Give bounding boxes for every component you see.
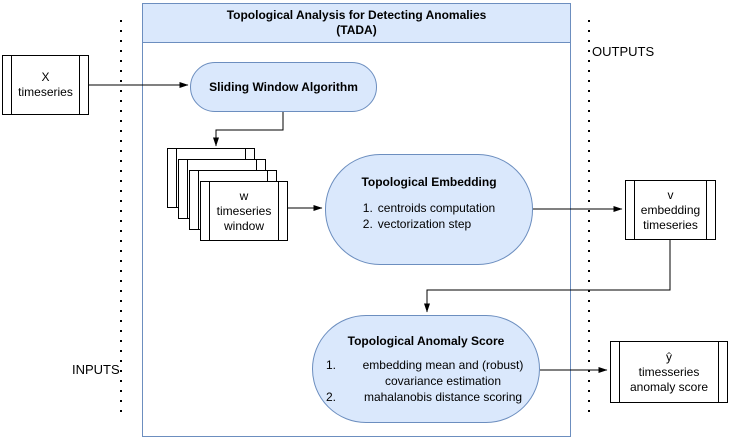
step-number: 1. (326, 358, 337, 372)
process-bar (198, 171, 199, 229)
v-embedding-line3: timeseries (643, 217, 698, 232)
node-v-embedding-timeseries: v embedding timeseries (625, 180, 716, 240)
node-w-timeseries-window: w timeseries window (200, 181, 288, 241)
process-bar (619, 342, 620, 402)
diagram-title-line1: Topological Analysis for Detecting Anoma… (226, 8, 487, 22)
process-bar (79, 56, 80, 114)
list-item: 1. embedding mean and (robust) covarianc… (320, 357, 532, 389)
diagram-title: Topological Analysis for Detecting Anoma… (143, 4, 570, 43)
step-text: vectorization step (377, 217, 472, 231)
step-number: 2. (326, 390, 337, 404)
list-item: 2. mahalanobis distance scoring (320, 389, 532, 405)
step-text: centroids computation (377, 201, 496, 215)
inputs-label: INPUTS (72, 362, 120, 377)
v-embedding-line2: embedding (640, 202, 701, 217)
process-bar (278, 182, 279, 240)
topological-embedding-title: Topological Embedding (361, 175, 497, 189)
yhat-line2: timesseries (638, 364, 700, 379)
node-topological-anomaly-score: Topological Anomaly Score 1. embedding m… (312, 315, 540, 423)
yhat-line3: anomaly score (629, 379, 709, 394)
anomaly-score-title: Topological Anomaly Score (347, 334, 505, 348)
process-bar (176, 149, 177, 207)
step-number: 1. (362, 201, 373, 215)
step-text: embedding mean and (robust) covariance e… (362, 358, 524, 388)
node-x-timeseries: X timeseries (2, 55, 89, 115)
yhat-line1: ŷ (666, 349, 672, 364)
process-bar (634, 181, 635, 239)
w-window-line2: timeseries (216, 203, 272, 218)
step-number: 2. (362, 217, 373, 231)
process-bar (706, 181, 707, 239)
process-bar (209, 182, 210, 240)
outputs-label: OUTPUTS (592, 44, 655, 59)
w-window-line3: window (223, 218, 265, 233)
node-sliding-window-algorithm: Sliding Window Algorithm (190, 62, 377, 112)
v-embedding-line1: v (667, 187, 674, 202)
anomaly-score-steps: 1. embedding mean and (robust) covarianc… (320, 357, 532, 405)
node-topological-embedding: Topological Embedding 1. centroids compu… (325, 154, 533, 265)
list-item: 1. centroids computation (363, 200, 495, 216)
step-text: mahalanobis distance scoring (363, 390, 523, 404)
process-bar (11, 56, 12, 114)
process-bar (718, 342, 719, 402)
w-window-line1: w (239, 188, 249, 203)
topological-embedding-steps: 1. centroids computation 2. vectorizatio… (363, 200, 495, 232)
list-item: 2. vectorization step (363, 216, 495, 232)
sliding-window-label: Sliding Window Algorithm (209, 80, 358, 94)
diagram-title-line2: (TADA) (336, 23, 377, 37)
x-timeseries-line2: timeseries (18, 85, 73, 99)
process-bar (187, 160, 188, 218)
x-timeseries-line1: X (41, 70, 50, 84)
node-yhat-anomaly-score: ŷ timesseries anomaly score (610, 341, 728, 403)
